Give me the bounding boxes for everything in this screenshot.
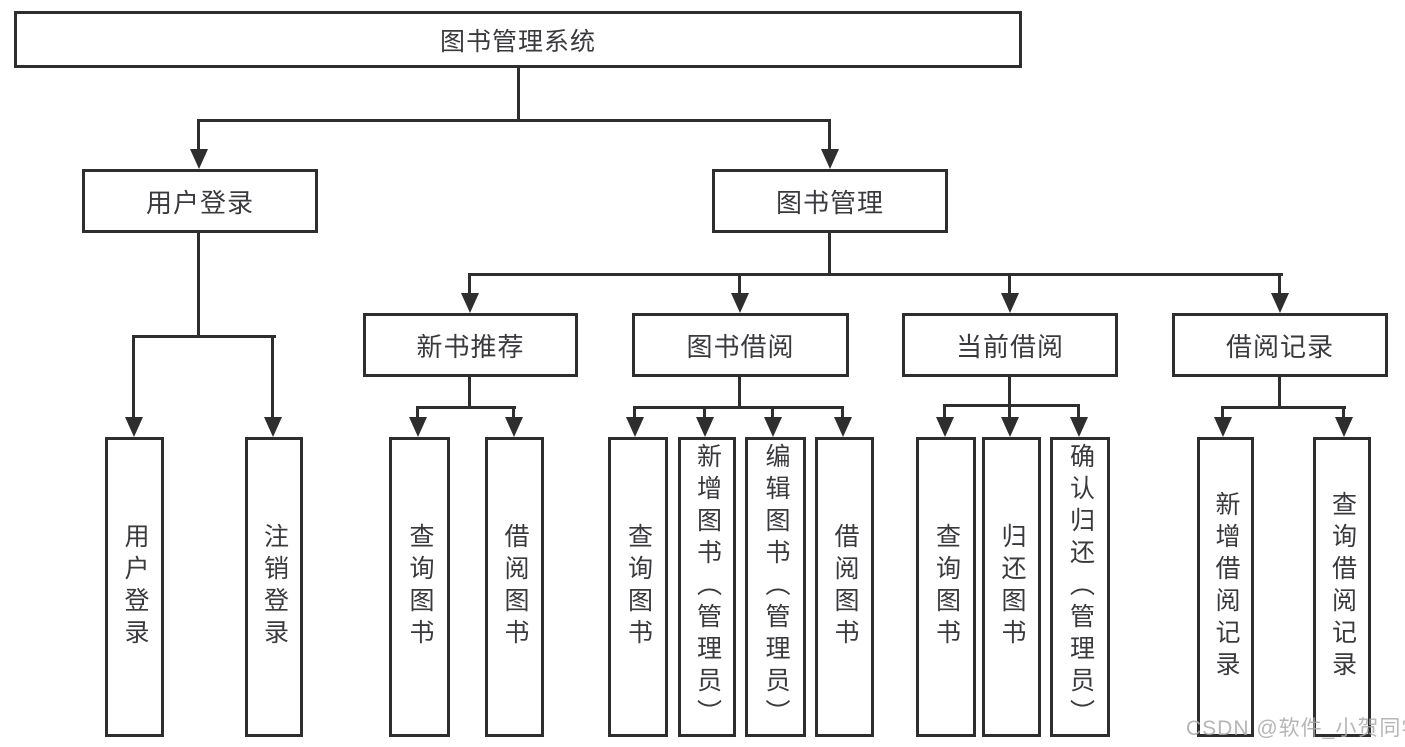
node-label: 用户登录 [145,187,254,218]
node-label: 查询图书 [624,523,653,651]
connector-line [1077,404,1080,419]
connector-line [1342,406,1345,419]
node-label: 图书管理 [775,187,884,218]
connector-line [1008,376,1011,407]
node-label: 新增借阅记录 [1212,491,1240,683]
arrowhead-down-icon [1001,417,1019,437]
leaf-query-books-recommend: 查询图书 [389,437,450,737]
connector-line [416,406,516,409]
arrowhead-down-icon [821,149,839,169]
arrowhead-down-icon [731,293,749,313]
connector-line [132,335,276,338]
node-borrow-records: 借阅记录 [1172,313,1388,377]
arrowhead-down-icon [764,417,782,437]
node-label: 借阅图书 [831,523,859,651]
arrowhead-down-icon [834,417,852,437]
connector-line [633,406,636,419]
connector-line [468,273,471,295]
node-label: 用户登录 [121,523,149,651]
connector-line [943,404,1080,407]
leaf-edit-books-admin: 编辑图书（管理员） [745,437,806,737]
leaf-user-login: 用户登录 [105,437,164,737]
leaf-add-books-admin: 新增图书（管理员） [678,437,736,737]
arrowhead-down-icon [1271,293,1289,313]
arrowhead-down-icon [505,417,523,437]
node-label: 图书借阅 [686,331,795,362]
leaf-query-books-borrow: 查询图书 [608,437,668,737]
connector-line [132,335,135,419]
leaf-query-books-current: 查询图书 [916,437,976,737]
node-label: 归还图书 [998,523,1026,651]
connector-line [738,376,741,409]
node-label: 查询借阅记录 [1328,491,1357,683]
leaf-return-books: 归还图书 [982,437,1041,737]
arrowhead-down-icon [409,417,427,437]
node-user-login: 用户登录 [82,169,318,233]
connector-line [517,68,520,121]
node-book-management: 图书管理 [712,169,948,233]
connector-line [197,119,200,151]
connector-line [1008,404,1011,419]
arrowhead-down-icon [264,417,282,437]
connector-line [1221,406,1224,419]
node-label: 新增图书（管理员） [693,443,722,731]
connector-line [841,406,844,419]
node-label: 借阅图书 [501,523,529,651]
node-book-borrow: 图书借阅 [632,313,849,377]
connector-line [1221,406,1346,409]
connector-line [1008,273,1011,295]
leaf-add-borrow-record: 新增借阅记录 [1197,437,1254,737]
arrowhead-down-icon [1335,417,1353,437]
connector-line [416,406,419,419]
connector-line [1278,273,1281,295]
leaf-borrow-books-recommend: 借阅图书 [485,437,544,737]
connector-line [738,273,741,295]
node-label: 查询图书 [932,523,961,651]
watermark: CSDN @软件_小贺同学 [1186,717,1405,740]
node-new-book-recommend: 新书推荐 [363,313,578,377]
node-label: 当前借阅 [955,331,1064,362]
connector-line [828,233,831,276]
connector-line [468,273,1283,276]
connector-line [828,119,831,151]
leaf-logout: 注销登录 [245,437,303,737]
connector-line [468,376,471,409]
arrowhead-down-icon [1001,293,1019,313]
connector-line [1278,376,1281,409]
node-label: 编辑图书（管理员） [762,443,790,731]
node-current-borrow: 当前借阅 [902,313,1118,377]
leaf-borrow-books: 借阅图书 [815,437,874,737]
connector-line [271,335,274,419]
leaf-confirm-return-admin: 确认归还（管理员） [1050,437,1110,737]
arrowhead-down-icon [696,417,714,437]
node-label: 图书管理系统 [439,27,596,56]
connector-line [771,406,774,419]
arrowhead-down-icon [1214,417,1232,437]
leaf-query-borrow-record: 查询借阅记录 [1313,437,1371,737]
connector-line [197,233,200,337]
node-root: 图书管理系统 [14,11,1022,68]
connector-line [703,406,706,419]
node-label: 注销登录 [260,523,289,651]
arrowhead-down-icon [461,293,479,313]
arrowhead-down-icon [1070,417,1088,437]
arrowhead-down-icon [190,149,208,169]
arrowhead-down-icon [626,417,644,437]
node-label: 查询图书 [406,523,434,651]
connector-line [197,119,831,122]
node-label: 确认归还（管理员） [1066,443,1095,731]
node-label: 新书推荐 [416,331,525,362]
connector-line [633,406,844,409]
node-label: 借阅记录 [1225,331,1334,362]
connector-line [943,404,946,419]
connector-line [512,406,515,419]
arrowhead-down-icon [936,417,954,437]
arrowhead-down-icon [125,417,143,437]
